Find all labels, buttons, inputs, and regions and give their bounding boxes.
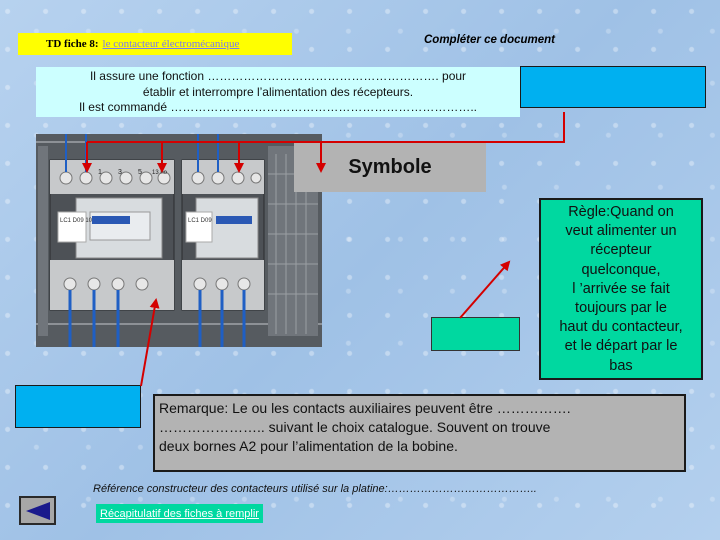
symbol-box: Symbole: [294, 142, 486, 192]
definition-line-3: Il est commandé …………………………………………………………………: [78, 100, 478, 114]
summary-link[interactable]: Récapitulatif des fiches à remplir: [96, 504, 263, 523]
rule-line: récepteur: [590, 242, 652, 259]
rule-line: et le départ par le: [564, 338, 678, 355]
terminal-label-1: 1: [98, 169, 102, 176]
contactor-label-1: LC1 D09 10: [60, 218, 93, 224]
title-prefix: TD fiche 8:: [46, 38, 99, 50]
definition-line-1: Il assure une fonction ………………………………………………: [89, 69, 467, 83]
back-button[interactable]: [19, 496, 56, 525]
rule-line: Règle:Quand on: [568, 204, 674, 220]
remark-line-3: deux bornes A2 pour l’alimentation de la…: [159, 438, 458, 454]
triangle-left-icon: [25, 501, 50, 520]
terminal-label-5: 5: [138, 169, 142, 176]
definition-box: Il assure une fonction ………………………………………………: [36, 67, 520, 117]
remark-line-1: Remarque: Le ou les contacts auxiliaires…: [159, 400, 571, 416]
rule-line: toujours par le: [575, 300, 667, 317]
answer-box-left[interactable]: [15, 385, 141, 428]
symbol-label: Symbole: [348, 155, 432, 178]
rule-line: bas: [609, 357, 633, 374]
answer-box-top[interactable]: [520, 66, 706, 108]
rule-line: l ’arrivée se fait: [572, 280, 670, 297]
rule-line: veut alimenter un: [565, 223, 677, 240]
terminal-label-3: 3: [118, 169, 122, 176]
contactor-photo: 1 3 5 13 no LC1 D09 10 LC1 D09: [36, 134, 322, 347]
answer-box-middle[interactable]: [431, 317, 520, 351]
remark-box: Remarque: Le ou les contacts auxiliaires…: [153, 394, 686, 472]
remark-line-2: ………………….. suivant le choix catalogue. So…: [159, 419, 551, 435]
rule-line: quelconque,: [581, 261, 661, 278]
reference-text: Référence constructeur des contacteurs u…: [93, 483, 537, 495]
contactor-label-2: LC1 D09: [188, 218, 212, 224]
rule-line: haut du contacteur,: [559, 319, 683, 336]
rule-box: Règle:Quand on veut alimenter un récepte…: [539, 198, 703, 380]
title-box: TD fiche 8: le contacteur électromécaniq…: [18, 33, 292, 55]
terminal-label-13: 13 no: [152, 170, 168, 176]
arrow-to-rule: [459, 260, 511, 319]
definition-line-2: établir et interrompre l’alimentation de…: [142, 84, 414, 99]
instruction-text: Compléter ce document: [424, 34, 555, 46]
title-link[interactable]: le contacteur électromécanique: [102, 38, 240, 50]
